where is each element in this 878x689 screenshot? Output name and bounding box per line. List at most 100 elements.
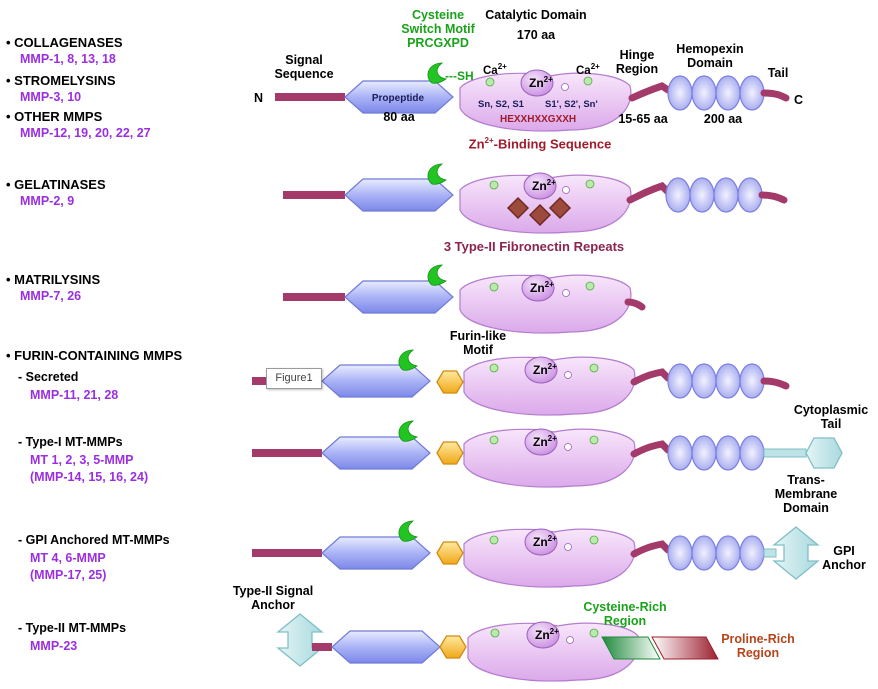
svg-text:Zn2+: Zn2+ bbox=[532, 178, 556, 193]
svg-text:Zn2+: Zn2+ bbox=[535, 627, 559, 642]
hemopexin-blade bbox=[667, 75, 693, 111]
calcium-site bbox=[589, 628, 599, 638]
hemopexin-blade bbox=[691, 363, 717, 399]
members-gelatinases: MMP-2, 9 bbox=[20, 194, 75, 208]
catalytic-domain-label: Catalytic Domain 170 aa bbox=[485, 8, 587, 42]
hinge-region bbox=[630, 440, 672, 458]
hemopexin-blade bbox=[739, 435, 765, 471]
hemopexin-blade bbox=[739, 535, 765, 571]
members-gpi-mt: MT 4, 6-MMP bbox=[30, 551, 106, 565]
row-type2-mt-mmp bbox=[276, 613, 719, 682]
subsite-dot bbox=[562, 289, 570, 297]
hinge-region-label: Hinge Region bbox=[615, 48, 659, 76]
c-tail bbox=[760, 377, 790, 390]
hemopexin-blade bbox=[715, 363, 741, 399]
calcium-label-right: Ca2+ bbox=[576, 62, 600, 77]
fibronectin-repeats bbox=[506, 196, 572, 227]
subclass-gpi-mt: - GPI Anchored MT-MMPs bbox=[18, 533, 170, 547]
c-tail bbox=[624, 298, 646, 311]
subsites-right-label: S1', S2', Sn' bbox=[545, 99, 598, 110]
propeptide-length: 80 aa bbox=[383, 110, 415, 124]
furin-motif-hexagon bbox=[436, 441, 464, 465]
row-collagenases bbox=[275, 62, 790, 132]
subsite-dot bbox=[564, 443, 572, 451]
c-tail bbox=[758, 191, 788, 204]
calcium-site bbox=[589, 363, 599, 373]
hemopexin-blade bbox=[667, 363, 693, 399]
hinge-region bbox=[630, 540, 672, 558]
cysteine-rich-label: Cysteine-Rich Region bbox=[583, 600, 667, 628]
cysteine-switch-icon bbox=[398, 349, 418, 371]
svg-text:Zn2+: Zn2+ bbox=[529, 75, 553, 90]
hemopexin-blade bbox=[737, 177, 763, 213]
c-terminus-label: C bbox=[794, 93, 803, 107]
class-gelatinases: • GELATINASES bbox=[6, 177, 106, 192]
zinc-labels: Zn2+ Zn2+ Zn2+ Zn2+ Zn2+ Zn2+ Zn2+ bbox=[529, 75, 559, 642]
members-type1-mt-aliases: (MMP-14, 15, 16, 24) bbox=[30, 470, 149, 484]
calcium-site bbox=[585, 179, 595, 189]
gpi-anchor-arrow bbox=[772, 526, 820, 580]
fibronectin-repeats-label: 3 Type-II Fibronectin Repeats bbox=[443, 239, 625, 254]
subclass-secreted: - Secreted bbox=[18, 370, 79, 384]
class-other-mmps: • OTHER MMPS bbox=[6, 109, 103, 124]
members-secreted: MMP-11, 21, 28 bbox=[30, 388, 119, 402]
calcium-label-left: Ca2+ bbox=[483, 62, 507, 77]
calcium-site bbox=[585, 281, 595, 291]
class-matrilysins: • MATRILYSINS bbox=[6, 272, 101, 287]
class-stromelysins: • STROMELYSINS bbox=[6, 73, 116, 88]
svg-text:Zn2+: Zn2+ bbox=[533, 362, 557, 377]
zn-binding-sequence-motif: HEXXHXXGXXH bbox=[500, 114, 576, 125]
zn-binding-sequence-label: Zn2+-Binding Sequence bbox=[468, 136, 612, 152]
sh-group-label: ---SH bbox=[445, 69, 474, 83]
hemopexin-blade bbox=[739, 75, 765, 111]
hemopexin-blade bbox=[715, 535, 741, 571]
subsite-dot bbox=[562, 186, 570, 194]
type2-signal-anchor-label: Type-II Signal Anchor bbox=[232, 584, 314, 612]
calcium-site bbox=[583, 76, 593, 86]
hemopexin-blade bbox=[667, 435, 693, 471]
subsite-dot bbox=[561, 83, 569, 91]
subsite-dot bbox=[564, 371, 572, 379]
class-furin-containing: • FURIN-CONTAINING MMPS bbox=[6, 348, 183, 363]
row-gpi-mt-mmp bbox=[252, 520, 820, 588]
hinge-region bbox=[626, 181, 672, 204]
furin-motif-hexagon bbox=[436, 370, 464, 394]
calcium-site bbox=[589, 535, 599, 545]
hemopexin-blade bbox=[665, 177, 691, 213]
calcium-site bbox=[589, 435, 599, 445]
row-type1-mt-mmp bbox=[252, 420, 843, 488]
calcium-site bbox=[485, 77, 495, 87]
cytoplasmic-tail bbox=[805, 437, 843, 469]
hemopexin-blade bbox=[691, 75, 717, 111]
subsites-left-label: Sn, S2, S1 bbox=[478, 99, 525, 110]
cysteine-switch-icon bbox=[427, 62, 447, 84]
hemopexin-domain-label: Hemopexin Domain bbox=[676, 42, 744, 70]
furin-motif-hexagon bbox=[439, 635, 467, 659]
n-terminus-label: N bbox=[254, 91, 263, 105]
signal-sequence-label: Signal Sequence bbox=[274, 53, 334, 81]
type2-signal-anchor-arrow bbox=[276, 613, 324, 667]
hinge-region bbox=[630, 368, 672, 386]
calcium-site bbox=[489, 282, 499, 292]
svg-text:Zn2+: Zn2+ bbox=[533, 534, 557, 549]
cysteine-switch-icon bbox=[398, 420, 418, 442]
row-secreted bbox=[252, 349, 790, 416]
svg-text:Zn2+: Zn2+ bbox=[533, 434, 557, 449]
figure-tooltip: Figure1 bbox=[266, 368, 322, 389]
transmembrane-label: Trans- Membrane Domain bbox=[774, 473, 838, 515]
hemopexin-blade bbox=[691, 535, 717, 571]
propeptide-domain bbox=[321, 364, 431, 398]
propeptide-domain bbox=[331, 630, 441, 664]
propeptide-domain bbox=[344, 280, 454, 314]
calcium-site bbox=[490, 628, 500, 638]
svg-text:Zn2+: Zn2+ bbox=[530, 280, 554, 295]
cysteine-switch-label: Cysteine Switch Motif PRCGXPD bbox=[401, 8, 475, 50]
subsite-dot bbox=[564, 543, 572, 551]
tail-label: Tail bbox=[767, 66, 789, 80]
subclass-type2-mt: - Type-II MT-MMPs bbox=[18, 621, 127, 635]
subsite-dot bbox=[566, 636, 574, 644]
furin-motif-hexagon bbox=[436, 541, 464, 565]
cysteine-switch-icon bbox=[398, 520, 418, 542]
